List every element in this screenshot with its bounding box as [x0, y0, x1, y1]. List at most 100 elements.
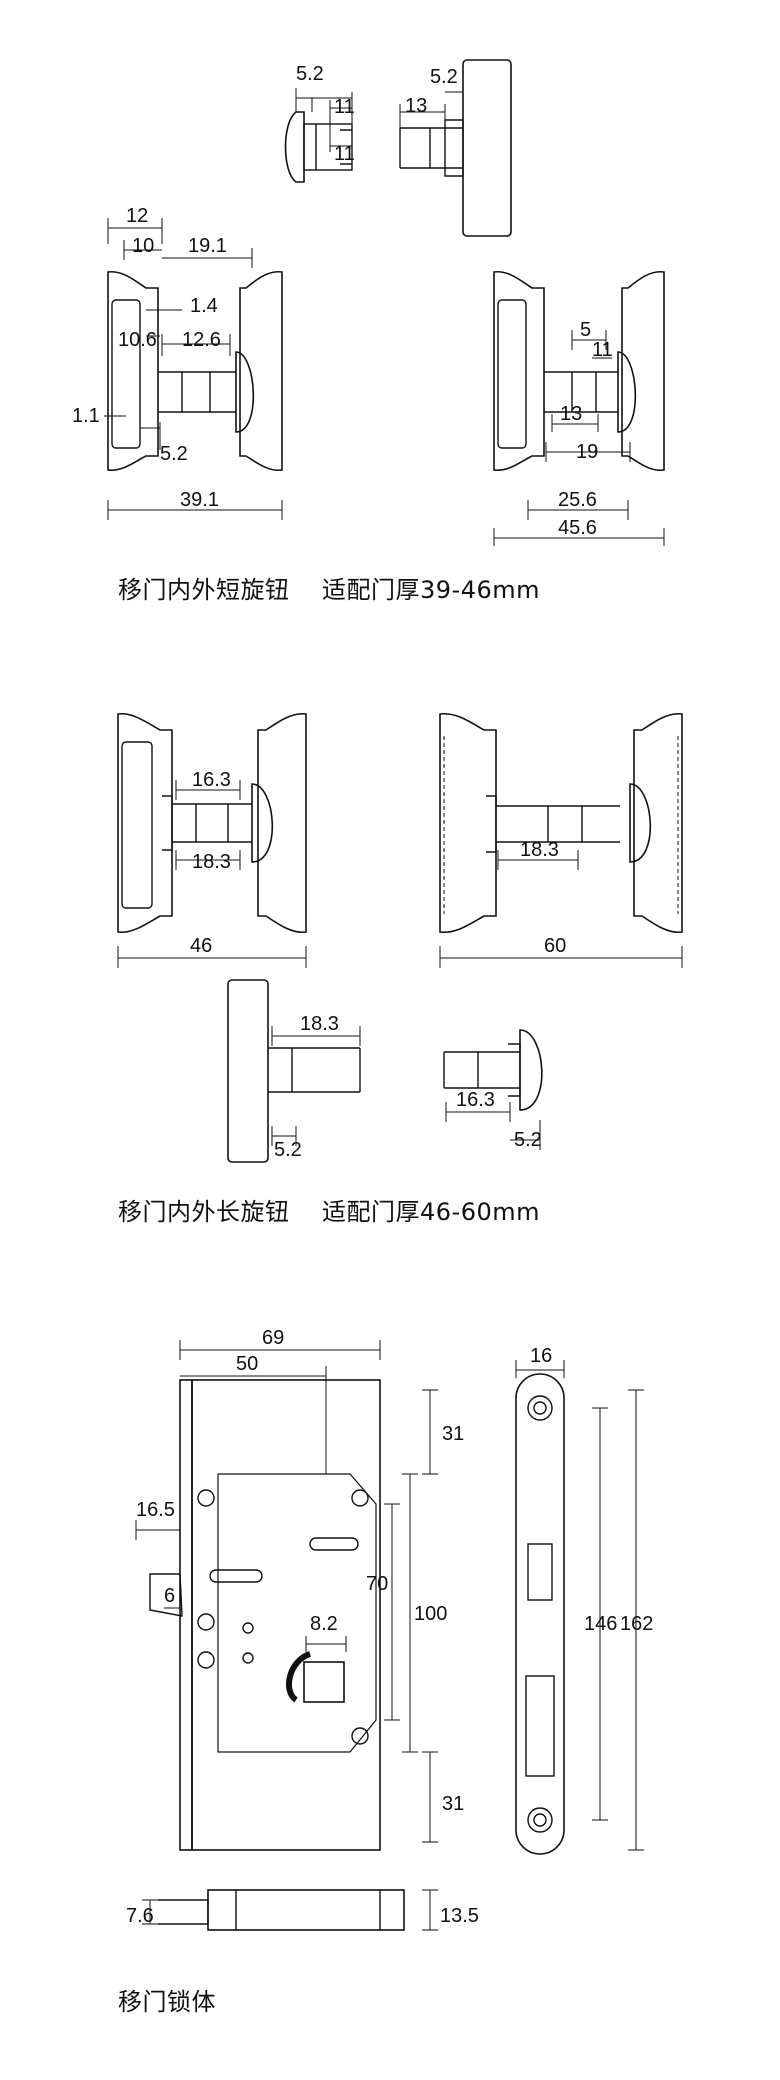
mount-hole-low — [197, 1651, 215, 1669]
hook-bolt — [149, 1573, 183, 1617]
dim-lines — [271, 1026, 361, 1146]
dim-l2-b: 60 — [544, 935, 566, 957]
dim-lb-b: 50 — [236, 1353, 258, 1375]
door-outline-left — [107, 270, 159, 472]
short-knob-exploded-view: 5.2 11 11 5.2 13 — [284, 59, 512, 237]
dim-fp-a: 16 — [530, 1345, 552, 1367]
rose-plate-shape — [462, 59, 512, 237]
dim-lines — [295, 80, 464, 152]
latch-window-top — [527, 1543, 553, 1601]
dim-s3-a: 5 — [580, 319, 591, 341]
door-outline-left — [493, 270, 545, 472]
dim-l1-c: 46 — [190, 935, 212, 957]
dim-fp-c: 162 — [620, 1613, 653, 1635]
lock-body-side-view: 7.6 13.5 — [126, 1889, 479, 1931]
door-outline-right — [633, 712, 683, 934]
side-case — [207, 1889, 405, 1931]
door-outline-right — [621, 270, 665, 472]
dim-lb-j: 7.6 — [126, 1905, 154, 1927]
short-knob-assembly-left: 12 10 19.1 1.4 10.6 12.6 1.1 5.2 39.1 — [72, 205, 283, 520]
dim-lines — [117, 780, 307, 968]
dim-l1-b: 18.3 — [192, 851, 231, 873]
dim-s1-a: 5.2 — [296, 63, 324, 85]
dim-s3-d: 19 — [576, 441, 598, 463]
case-inner-outline — [217, 1473, 377, 1753]
slot-1 — [309, 1537, 359, 1551]
dim-s1-d: 5.2 — [430, 66, 458, 88]
dim-lines — [135, 1340, 438, 1843]
door-outline-right — [239, 270, 283, 472]
dim-lb-e: 70 — [366, 1573, 388, 1595]
screw-hole-top — [527, 1395, 553, 1421]
inner-plate — [111, 299, 141, 449]
dim-l3-b: 5.2 — [274, 1139, 302, 1161]
cam-arc — [285, 1651, 312, 1703]
face-plate-body — [515, 1373, 565, 1855]
spindle — [162, 795, 252, 851]
door-outline-right — [257, 712, 307, 934]
inner-plate — [497, 299, 527, 449]
caption-short-knob: 移门内外短旋钮 适配门厚39-46mm — [118, 576, 541, 604]
spindle — [544, 371, 618, 413]
dim-l4-b: 5.2 — [514, 1129, 542, 1151]
dim-s3-c: 13 — [560, 403, 582, 425]
short-knob-assembly-right: 5 11 13 19 25.6 45.6 — [493, 270, 665, 546]
latch-window-bottom — [525, 1675, 555, 1777]
pin-1 — [242, 1622, 254, 1634]
dim-s2-b: 10 — [132, 235, 154, 257]
dim-lines — [142, 1889, 438, 1931]
spindle — [268, 1047, 361, 1093]
face-plate-front-view: 16 146 162 — [515, 1345, 653, 1855]
dim-lb-h: 6 — [164, 1585, 175, 1607]
mount-hole-mid — [197, 1613, 215, 1631]
dim-lb-k: 13.5 — [440, 1905, 479, 1927]
slot-2 — [209, 1569, 263, 1583]
dim-s2-f: 12.6 — [182, 329, 221, 351]
spindle — [443, 1043, 521, 1097]
dim-s2-i: 39.1 — [180, 489, 219, 511]
dim-s2-d: 1.4 — [190, 295, 218, 317]
dim-s1-e: 13 — [405, 95, 427, 117]
dim-lb-i: 8.2 — [310, 1613, 338, 1635]
dim-lines — [445, 1102, 541, 1150]
dim-l3-a: 18.3 — [300, 1013, 339, 1035]
knob-head-shape — [284, 111, 305, 183]
caption-long-knob: 移门内外长旋钮 适配门厚46-60mm — [118, 1198, 541, 1226]
dim-s1-c: 11 — [334, 143, 355, 165]
dim-s2-e: 10.6 — [118, 329, 157, 351]
knob-cap — [235, 351, 255, 433]
long-knob-assembly-right: 18.3 60 — [439, 712, 683, 968]
spindle-square — [303, 1661, 345, 1703]
spindle — [158, 371, 236, 413]
dim-lines — [439, 850, 683, 968]
dim-fp-b: 146 — [584, 1613, 617, 1635]
inner-plate — [121, 741, 153, 909]
long-knob-exploded-left: 18.3 5.2 — [227, 979, 361, 1163]
dim-lb-c: 31 — [442, 1423, 464, 1445]
knob-cap — [629, 783, 652, 863]
side-bolt — [158, 1890, 381, 1930]
screw-hole-bottom — [527, 1807, 553, 1833]
dim-s3-f: 45.6 — [558, 517, 597, 539]
rose-plate-shape — [227, 979, 269, 1163]
dim-s2-c: 19.1 — [188, 235, 227, 257]
rose-spindle-shape — [399, 119, 464, 177]
lock-case — [191, 1379, 381, 1851]
dim-s1-b: 11 — [334, 96, 355, 118]
dim-s2-h: 5.2 — [160, 443, 188, 465]
door-outline-left — [117, 712, 173, 934]
dim-s2-g: 1.1 — [72, 405, 100, 427]
door-outline-left — [439, 712, 497, 934]
dim-s3-b: 11 — [592, 339, 613, 361]
screw-hole-top-inner — [533, 1401, 547, 1415]
knob-cap — [251, 783, 274, 863]
door-edge-dashed — [443, 736, 679, 914]
dim-l4-a: 16.3 — [456, 1089, 495, 1111]
mount-hole-top — [197, 1489, 215, 1507]
knob-cap — [617, 351, 637, 433]
caption-lock-body: 移门锁体 — [118, 1988, 216, 2016]
screw-hole-bottom-inner — [533, 1813, 547, 1827]
dim-lb-a: 69 — [262, 1327, 284, 1349]
dim-lines — [493, 330, 665, 546]
